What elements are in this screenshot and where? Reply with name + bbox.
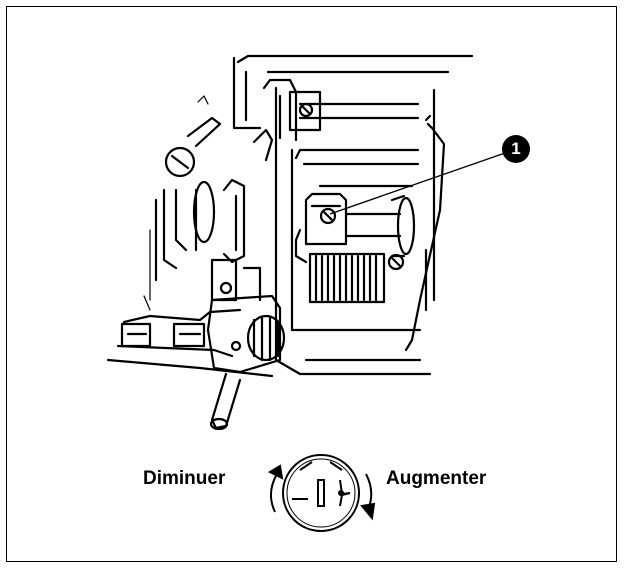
callout-leader-line xyxy=(329,152,506,215)
callout-marker-icon: 1 xyxy=(502,135,530,163)
adjustment-dial-icon xyxy=(282,454,360,532)
increase-label: Augmenter xyxy=(386,468,487,489)
figure-frame xyxy=(6,6,617,562)
rotate-left-arrow-icon xyxy=(267,464,284,513)
decrease-label: Diminuer xyxy=(143,468,226,489)
rotate-right-arrow-icon xyxy=(360,473,376,521)
